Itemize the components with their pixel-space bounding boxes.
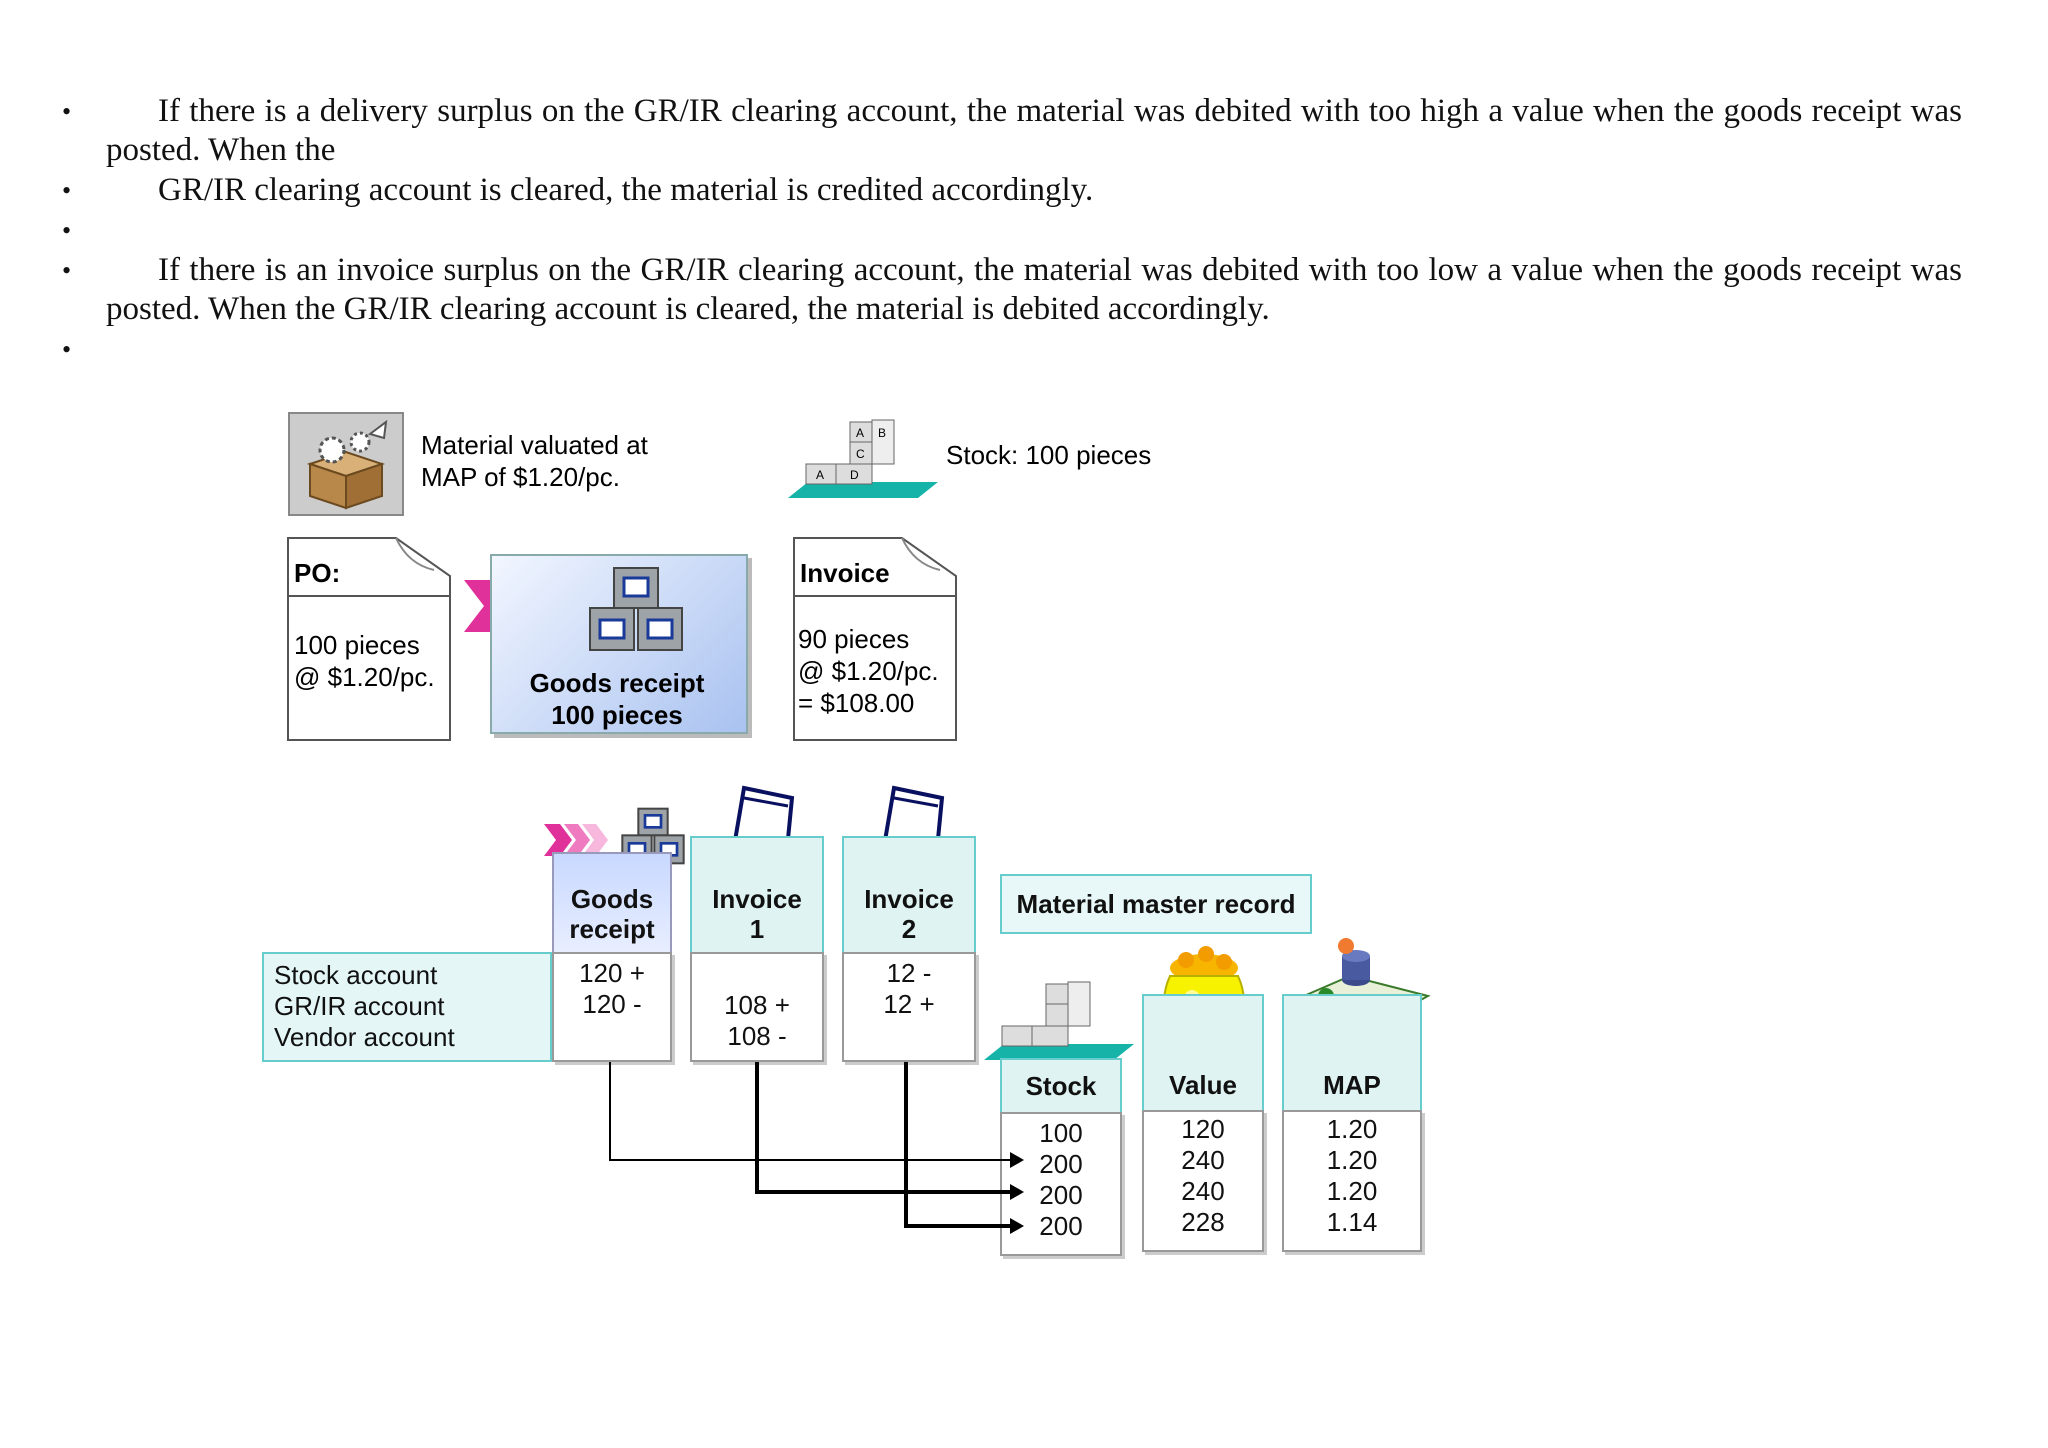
svg-text:A: A xyxy=(816,468,824,482)
goods-receipt-qty: 100 pieces xyxy=(551,700,683,730)
explanation-list: If there is a delivery surplus on the GR… xyxy=(62,92,1962,370)
invoice-price: @ $1.20/pc. xyxy=(798,656,939,686)
goods-boxes-icon xyxy=(589,567,683,651)
stock-values: 100 200 200 200 xyxy=(1000,1112,1122,1256)
list-item xyxy=(62,330,1962,369)
grir-account-label: GR/IR account xyxy=(274,991,445,1021)
invoice-2-column-header: Invoice 2 xyxy=(842,836,976,954)
material-note-line-1: Material valuated at xyxy=(421,430,648,460)
svg-text:B: B xyxy=(878,426,886,440)
invoice-quantity: 90 pieces xyxy=(798,624,910,654)
list-item: GR/IR clearing account is cleared, the m… xyxy=(62,171,1962,210)
svg-text:D: D xyxy=(850,468,859,482)
po-quantity: 100 pieces xyxy=(294,630,420,660)
invoice-1-postings: 108 + 108 - xyxy=(690,952,824,1062)
svg-text:A: A xyxy=(856,426,864,440)
map-values: 1.20 1.20 1.20 1.14 xyxy=(1282,1110,1422,1252)
goods-receipt-column-header: Goods receipt xyxy=(552,852,672,954)
goods-receipt-label: Goods receipt xyxy=(529,668,705,698)
chevron-arrow-icon xyxy=(544,824,608,856)
map-column-header: MAP xyxy=(1282,994,1422,1114)
po-price: @ $1.20/pc. xyxy=(294,662,435,692)
stock-column-header: Stock xyxy=(1000,1058,1122,1114)
stock-account-label: Stock account xyxy=(274,960,438,990)
vendor-account-label: Vendor account xyxy=(274,1022,455,1052)
invoice-document-icon xyxy=(793,537,957,741)
stock-blocks-icon xyxy=(984,981,1134,1060)
invoice-total: = $108.00 xyxy=(798,688,915,718)
po-document-icon xyxy=(287,537,451,741)
stock-note: Stock: 100 pieces xyxy=(946,440,1152,470)
value-column-header: Value xyxy=(1142,994,1264,1114)
material-note-line-2: MAP of $1.20/pc. xyxy=(421,462,620,492)
list-item: If there is a delivery surplus on the GR… xyxy=(62,92,1962,170)
invoice-2-postings: 12 - 12 + xyxy=(842,952,976,1062)
list-item: If there is an invoice surplus on the GR… xyxy=(62,251,1962,329)
value-values: 120 240 240 228 xyxy=(1142,1110,1264,1252)
list-item xyxy=(62,211,1962,250)
svg-text:C: C xyxy=(856,447,865,461)
accounts-label-panel: Stock account GR/IR account Vendor accou… xyxy=(262,952,552,1062)
po-title: PO: xyxy=(294,558,341,588)
invoice-title: Invoice xyxy=(800,558,890,588)
stock-blocks-icon: A D C A B xyxy=(788,419,938,498)
material-master-title: Material master record xyxy=(1000,874,1312,934)
goods-receipt-postings: 120 + 120 - xyxy=(552,952,672,1062)
material-box-icon xyxy=(288,412,404,516)
